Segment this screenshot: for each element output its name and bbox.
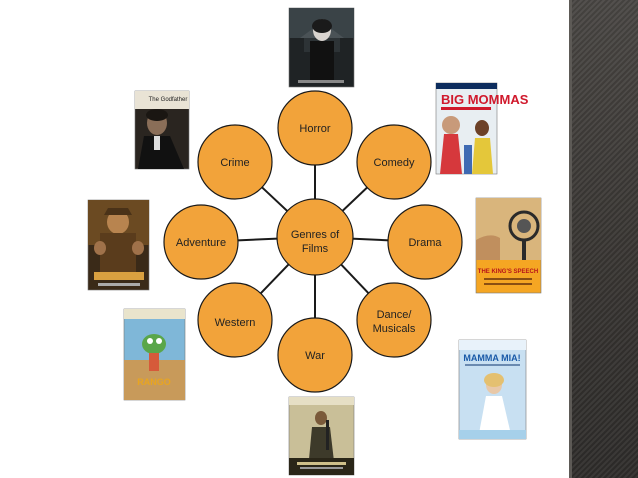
node-war-label: War: [305, 350, 325, 362]
node-western-label: Western: [215, 317, 256, 329]
center-node: Genres of Films: [276, 198, 354, 276]
poster-western: RANGO: [123, 308, 186, 401]
node-drama: Drama: [387, 204, 463, 280]
node-dance-musicals: Dance/ Musicals: [356, 282, 432, 358]
node-drama-label: Drama: [408, 237, 442, 249]
poster-western-title: RANGO: [137, 377, 171, 387]
poster-war: [288, 396, 355, 476]
poster-drama: THE KING'S SPEECH: [475, 197, 542, 294]
node-crime: Crime: [197, 124, 273, 200]
poster-comedy: BIG MOMMAS: [435, 82, 529, 175]
node-dance-label-line1: Dance/: [377, 309, 413, 321]
node-western: Western: [197, 282, 273, 358]
poster-crime: The Godfather: [134, 90, 190, 170]
poster-adventure: [87, 199, 150, 291]
node-dance-label-line2: Musicals: [373, 323, 416, 335]
poster-crime-title: The Godfather: [149, 97, 188, 103]
node-horror: Horror: [277, 90, 353, 166]
center-label-line2: Films: [302, 243, 329, 255]
node-comedy: Comedy: [356, 124, 432, 200]
genre-diagram: Horror Comedy Drama Dance/ Musicals War …: [87, 7, 542, 476]
node-horror-label: Horror: [299, 123, 331, 135]
poster-dance: MAMMA MIA!: [458, 339, 527, 440]
node-comedy-label: Comedy: [374, 157, 415, 169]
node-adventure-label: Adventure: [176, 237, 226, 249]
poster-horror: [288, 7, 355, 88]
node-adventure: Adventure: [163, 204, 239, 280]
decorative-sidebar: [569, 0, 638, 478]
poster-comedy-title: BIG MOMMAS: [441, 92, 529, 107]
node-war: War: [277, 317, 353, 393]
node-crime-label: Crime: [220, 157, 249, 169]
poster-drama-title: THE KING'S SPEECH: [478, 269, 538, 275]
poster-dance-title: MAMMA MIA!: [463, 353, 520, 363]
center-label-line1: Genres of: [291, 229, 340, 241]
